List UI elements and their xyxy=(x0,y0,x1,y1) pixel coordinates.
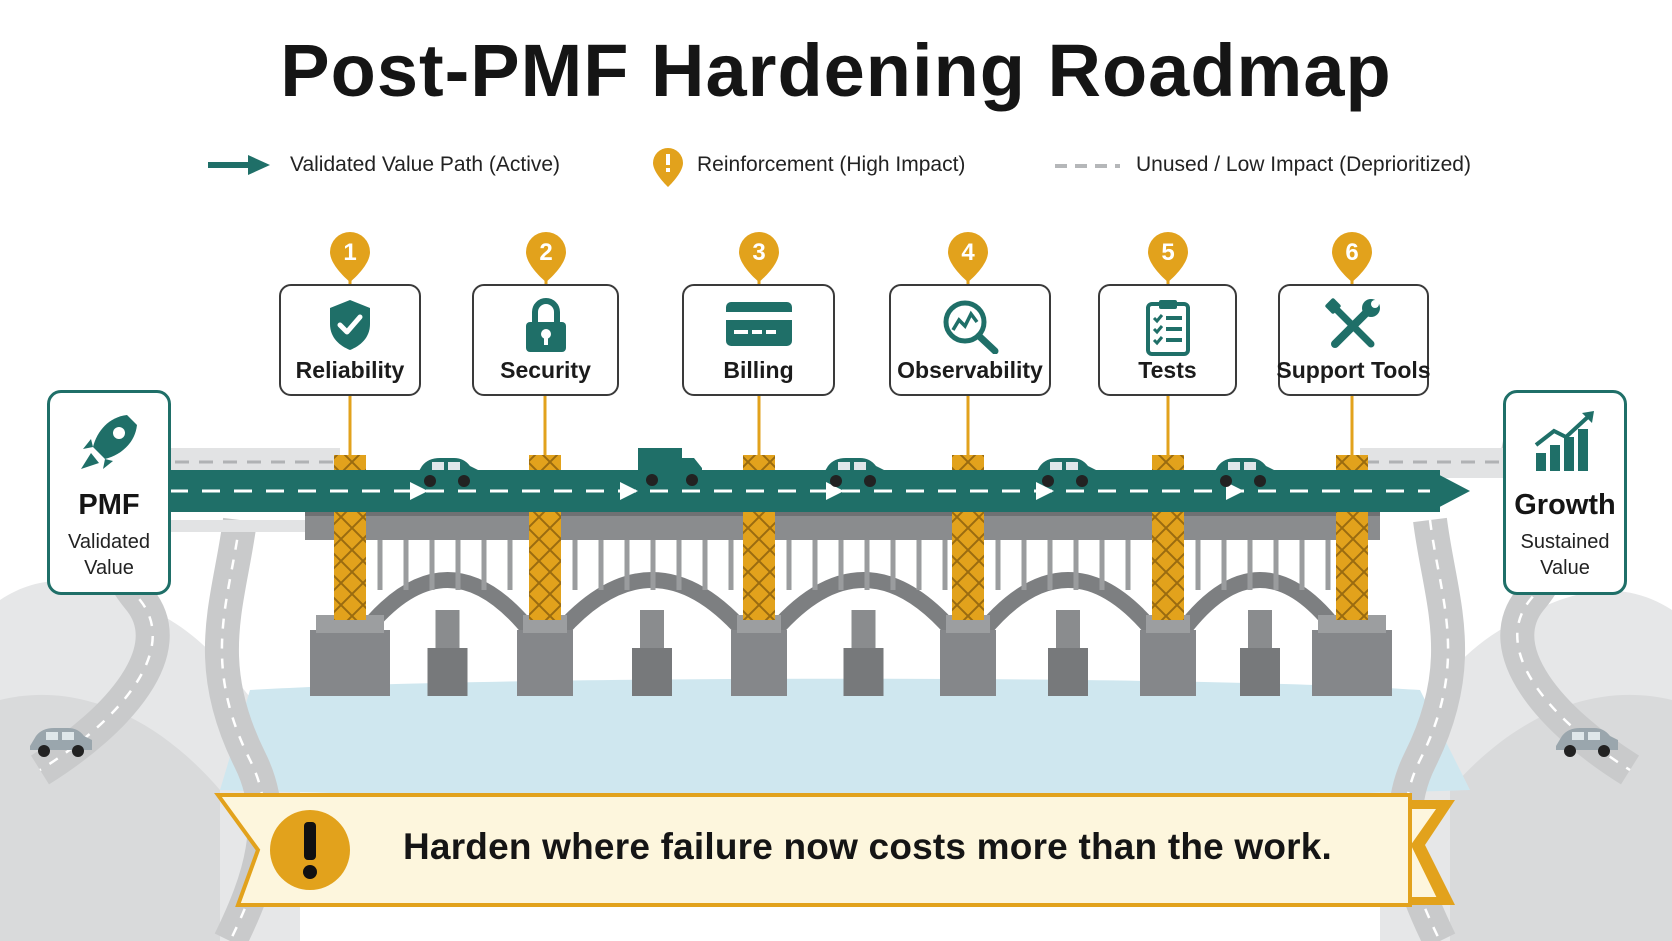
exclamation-icon xyxy=(270,810,350,890)
bridge-arch xyxy=(760,540,967,696)
car-icon xyxy=(822,458,884,487)
milestone-number: 2 xyxy=(539,239,553,266)
car-icon xyxy=(1212,458,1274,487)
start-subtitle: Validated Value xyxy=(50,529,168,581)
milestone-label: Observability xyxy=(897,357,1043,383)
milestone-card-observability: Observability xyxy=(889,284,1051,396)
rocket-icon xyxy=(81,415,137,469)
start-title: PMF xyxy=(78,489,140,521)
milestone-card-billing: Billing xyxy=(682,284,835,396)
validated-value-path xyxy=(170,470,1470,512)
path-chevron xyxy=(1226,482,1244,500)
milestone-number: 1 xyxy=(343,239,357,266)
legend-unused-label: Unused / Low Impact (Deprioritized) xyxy=(1136,153,1471,176)
bridge-structure xyxy=(305,455,1392,696)
milestone-label: Security xyxy=(500,357,591,383)
milestone-card-tests: Tests xyxy=(1098,284,1237,396)
legend-reinforcement-label: Reinforcement (High Impact) xyxy=(697,153,966,176)
credit-card-icon xyxy=(725,302,792,346)
path-chevron xyxy=(1036,482,1054,500)
milestone-label: Support Tools xyxy=(1276,357,1431,383)
start-subtitle-line1: Validated xyxy=(68,531,150,553)
banner-message: Harden where failure now costs more than… xyxy=(403,826,1333,867)
start-card-pmf: PMF Validated Value xyxy=(47,390,171,595)
car-icon xyxy=(1556,728,1618,757)
river-water xyxy=(220,678,1470,798)
page-title: Post-PMF Hardening Roadmap xyxy=(280,29,1392,112)
truck-icon xyxy=(638,448,702,486)
legend-active-arrow-icon xyxy=(208,155,270,175)
car-icon xyxy=(416,458,478,487)
milestone-number: 4 xyxy=(961,239,975,266)
magnifier-chart-icon xyxy=(943,300,999,354)
milestone-card-reliability: Reliability xyxy=(279,284,421,396)
bridge-arch xyxy=(546,540,758,696)
milestone-card-security: Security xyxy=(472,284,619,396)
car-icon xyxy=(30,728,92,757)
milestone-label: Billing xyxy=(723,357,794,383)
bridge-arch xyxy=(969,540,1167,696)
end-title: Growth xyxy=(1514,489,1616,521)
milestone-card-support-tools: Support Tools xyxy=(1276,284,1431,396)
milestone-number: 5 xyxy=(1161,239,1175,266)
traffic-vehicles xyxy=(30,448,1618,757)
end-subtitle-line2: Value xyxy=(1540,557,1590,579)
legend-reinforcement-pin-icon xyxy=(653,148,683,187)
path-chevron xyxy=(620,482,638,500)
car-icon xyxy=(1034,458,1096,487)
end-subtitle: Sustained Value xyxy=(1506,529,1624,581)
legend-active-label: Validated Value Path (Active) xyxy=(290,153,561,176)
wrench-screwdriver-icon xyxy=(1324,298,1380,348)
milestone-number: 6 xyxy=(1345,239,1359,266)
checklist-icon xyxy=(1145,300,1190,356)
bridge-arch xyxy=(1169,540,1351,696)
bridge-arch xyxy=(351,540,544,696)
legend-icons xyxy=(208,148,1120,187)
growth-chart-icon xyxy=(1534,411,1594,471)
end-card-growth: Growth Sustained Value xyxy=(1503,390,1627,595)
end-subtitle-line1: Sustained xyxy=(1520,531,1610,553)
padlock-icon xyxy=(525,298,566,352)
path-chevron xyxy=(826,482,844,500)
path-chevron xyxy=(410,482,428,500)
start-subtitle-line2: Value xyxy=(84,557,134,579)
milestone-label: Tests xyxy=(1138,357,1197,383)
milestone-label: Reliability xyxy=(295,357,405,383)
milestone-number: 3 xyxy=(752,239,766,266)
callout-banner xyxy=(214,793,1455,907)
shield-check-icon xyxy=(330,300,370,350)
